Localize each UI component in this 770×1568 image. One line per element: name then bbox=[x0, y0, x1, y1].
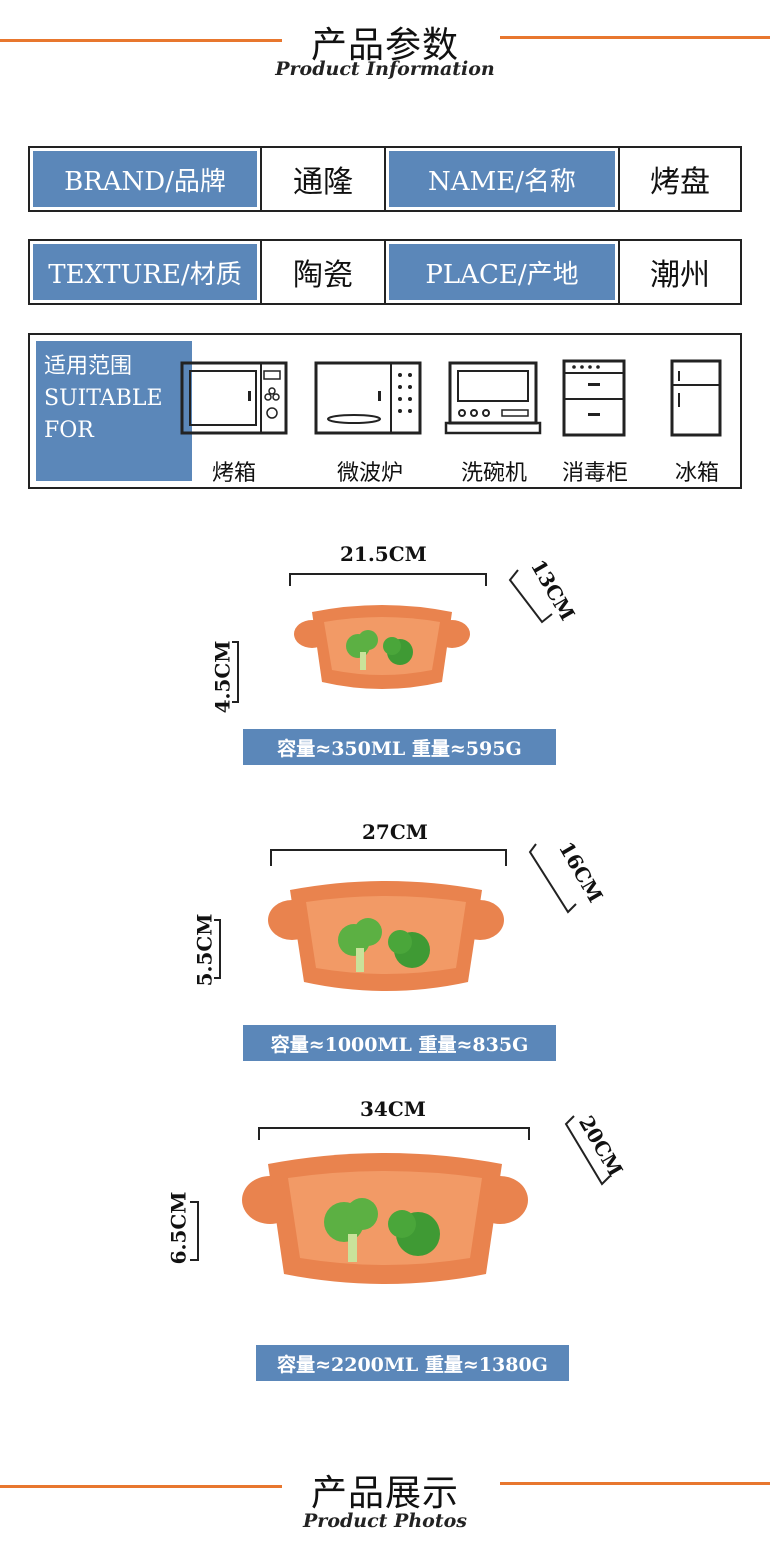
dish-large-spec: 容量≈2200ML 重量≈1380G bbox=[256, 1345, 569, 1381]
appliance-label-oven: 烤箱 bbox=[211, 461, 256, 486]
dish-small-dimension-lines bbox=[232, 569, 553, 703]
suitable-label-en-1: SUITABLE bbox=[44, 386, 163, 411]
dish-medium-length: 27CM bbox=[362, 820, 428, 844]
dish-small-spec: 容量≈350ML 重量≈595G bbox=[243, 729, 556, 765]
brand-value: 通隆 bbox=[260, 148, 386, 210]
texture-label: TEXTURE/材质 bbox=[30, 241, 260, 303]
dish-large-dimension-lines bbox=[190, 1115, 611, 1261]
suitable-label-cn: 适用范围 bbox=[44, 354, 133, 379]
param-row-1: BRAND/品牌 通隆 NAME/名称 烤盘 bbox=[28, 146, 742, 212]
dish-medium-photo bbox=[268, 881, 504, 991]
appliance-microwave: 微波炉 bbox=[314, 335, 426, 486]
header-left-line bbox=[0, 39, 282, 42]
header-right-line bbox=[500, 36, 770, 39]
disinfection-cabinet-icon bbox=[562, 359, 626, 437]
dish-medium-spec: 容量≈1000ML 重量≈835G bbox=[243, 1025, 556, 1061]
appliance-label-microwave: 微波炉 bbox=[336, 461, 403, 486]
dish-small-photo bbox=[294, 605, 470, 689]
appliance-fridge: 冰箱 bbox=[654, 335, 740, 486]
dish-large-photo bbox=[242, 1153, 528, 1284]
page-title: 产品参数 bbox=[310, 25, 459, 66]
suitable-for-panel: 适用范围 SUITABLE FOR 烤箱 微波炉 bbox=[28, 333, 742, 489]
appliance-cabinet: 消毒柜 bbox=[550, 335, 640, 486]
brand-label: BRAND/品牌 bbox=[30, 148, 260, 210]
footer-right-line bbox=[500, 1482, 770, 1485]
oven-icon bbox=[180, 361, 288, 435]
fridge-icon bbox=[670, 359, 722, 437]
dish-small-length: 21.5CM bbox=[340, 542, 427, 566]
suitable-label-en-2: FOR bbox=[44, 418, 94, 443]
appliance-dishwasher: 洗碗机 bbox=[444, 335, 544, 486]
dish-medium-dimension-lines bbox=[214, 843, 577, 979]
dishwasher-icon bbox=[444, 361, 542, 435]
name-value: 烤盘 bbox=[618, 148, 740, 210]
footer-subtitle: Product Photos bbox=[303, 1510, 467, 1532]
appliance-label-dishwasher: 洗碗机 bbox=[460, 461, 527, 486]
name-label: NAME/名称 bbox=[386, 148, 618, 210]
appliance-label-cabinet: 消毒柜 bbox=[561, 461, 628, 486]
dish-medium-height: 5.5CM bbox=[192, 913, 217, 987]
footer-title: 产品展示 bbox=[310, 1473, 459, 1514]
dish-large-height: 6.5CM bbox=[166, 1191, 191, 1265]
appliance-oven: 烤箱 bbox=[178, 335, 290, 486]
dish-large-length: 34CM bbox=[360, 1097, 426, 1121]
footer-left-line bbox=[0, 1485, 282, 1488]
suitable-label: 适用范围 SUITABLE FOR bbox=[36, 341, 192, 481]
page-subtitle: Product Information bbox=[275, 58, 495, 80]
place-value: 潮州 bbox=[618, 241, 740, 303]
place-label: PLACE/产地 bbox=[386, 241, 618, 303]
microwave-icon bbox=[314, 361, 422, 435]
param-row-2: TEXTURE/材质 陶瓷 PLACE/产地 潮州 bbox=[28, 239, 742, 305]
texture-value: 陶瓷 bbox=[260, 241, 386, 303]
dish-small-height: 4.5CM bbox=[210, 640, 235, 714]
appliance-label-fridge: 冰箱 bbox=[674, 461, 719, 486]
